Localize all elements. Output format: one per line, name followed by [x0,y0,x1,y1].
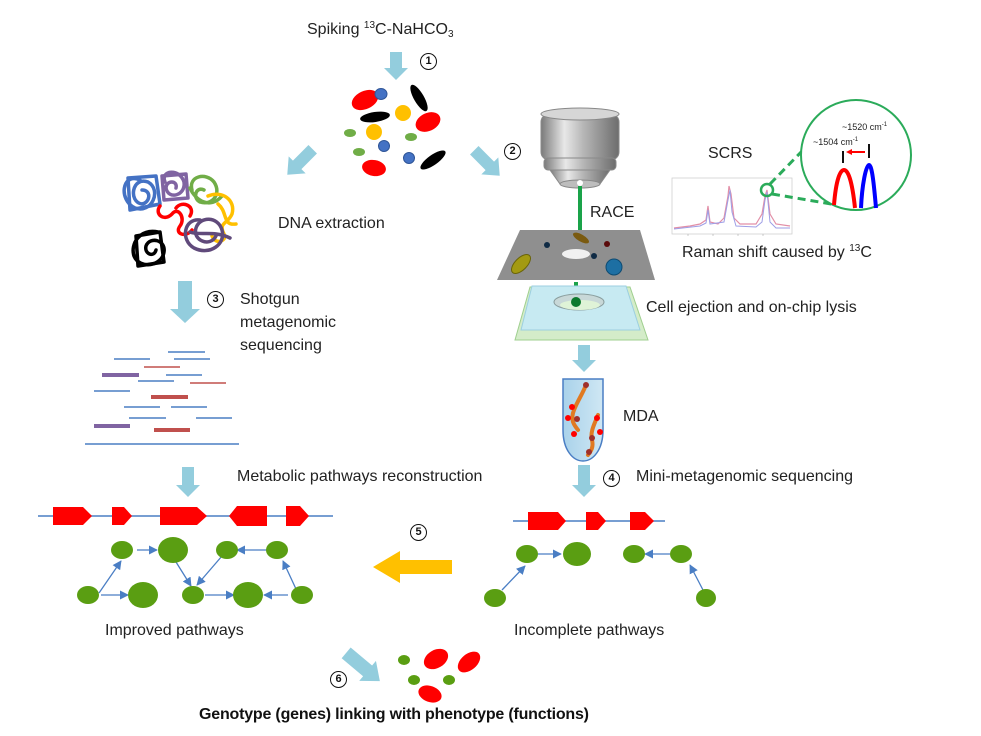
step-3-badge: 3 [207,291,224,308]
mda-label: MDA [623,408,659,425]
peak-unit-sup: -1 [852,137,859,143]
peak-1520-value: ~1520 cm [842,122,882,132]
race-label: RACE [590,204,635,221]
compound-subscript: 3 [447,29,454,40]
flow-arrow-step4 [572,465,596,497]
ejection-chip [514,285,649,341]
step-1-badge: 1 [420,53,437,70]
compound-label: C-NaHCO [375,21,448,38]
race-slide [497,230,655,280]
flow-arrow-step1 [384,52,408,80]
cell-ejection-label: Cell ejection and on-chip lysis [646,299,857,316]
step-2-badge: 2 [504,143,521,160]
flow-arrow-step6 [341,647,380,682]
shotgun-label-line3: sequencing [240,337,322,354]
raman-isotope-element: C [860,244,872,261]
isotope-superscript: 13 [363,20,376,31]
incomplete-pathway-network [484,542,716,607]
mini-metagenomic-label: Mini-metagenomic sequencing [636,468,853,485]
flow-arrow-to-metabolic [176,467,200,497]
shotgun-label-line1: Shotgun [240,291,300,308]
raman-shift-text: Raman shift caused by [682,244,850,261]
dna-tangle-icon [122,170,238,268]
peak-1504-value: ~1504 cm [813,137,853,147]
phenotype-cells [398,648,481,703]
shotgun-label-line2: metagenomic [240,314,337,331]
merge-arrow [373,551,452,583]
peak-magnifier [800,99,912,211]
mda-tube-icon [562,378,604,462]
raman-isotope-sup: 13 [849,243,861,254]
step-6-badge: 6 [330,671,347,688]
peak-1504-label: ~1504 cm-1 [813,137,858,147]
step-4-badge: 4 [603,470,620,487]
spiking-label-prefix: Spiking [307,21,364,38]
peak-unit-sup: -1 [881,122,888,128]
improved-gene-track [38,506,333,526]
flow-arrow-to-race [470,146,500,176]
flow-arrow-to-dna [287,145,317,175]
step-5-badge: 5 [410,524,427,541]
incomplete-pathways-label: Incomplete pathways [514,622,665,639]
microbial-community [344,84,446,177]
conclusion-label: Genotype (genes) linking with phenotype … [199,706,589,723]
sequencing-reads-icon [85,351,239,445]
improved-pathways-label: Improved pathways [105,622,244,639]
raman-shift-label: Raman shift caused by 13C [682,243,872,262]
dna-extraction-label: DNA extraction [278,215,385,232]
incomplete-gene-track [513,512,665,530]
raman-spectrum-chart [671,110,844,236]
flow-arrow-to-mda [572,345,596,372]
metabolic-reconstruction-label: Metabolic pathways reconstruction [237,468,483,485]
spiking-label: Spiking 13C-NaHCO3 [307,20,454,40]
scrs-label: SCRS [708,145,753,162]
peak-1520-label: ~1520 cm-1 [842,122,887,132]
microscope-objective-icon [540,107,620,189]
improved-pathway-network [77,537,313,608]
flow-arrow-step3 [170,281,200,323]
